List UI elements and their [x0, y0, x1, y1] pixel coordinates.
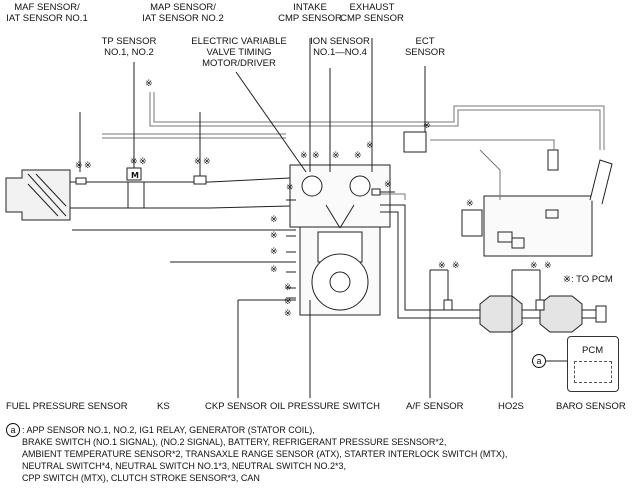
tp-sensor-label: TP SENSOR NO.1, NO.2 [102, 36, 157, 58]
ks-label: KS [157, 401, 170, 412]
ion-sensor-label: ION SENSOR NO.1—NO.4 [310, 36, 370, 58]
pcm-mark: ※ [194, 157, 202, 167]
ect-sensor-body [371, 188, 381, 196]
pcm-mark: ※ [284, 297, 292, 307]
pcm-mark: ※ [332, 151, 340, 161]
tp-sensor-body [126, 167, 142, 181]
pcm-mark: ※ [203, 157, 211, 167]
pcm-mark: ※ [466, 199, 474, 209]
ect-sensor-label: ECT SENSOR [405, 36, 445, 58]
footnote-marker: a [6, 423, 20, 437]
label-line: IAT SENSOR NO.1 [6, 13, 88, 24]
ho2s-label: HO2S [498, 401, 524, 412]
label-line: MAF SENSOR/ [14, 2, 80, 13]
to-pcm-legend: ※: TO PCM [563, 274, 613, 285]
fuel-pressure-sensor-label: FUEL PRESSURE SENSOR [6, 401, 128, 412]
oil-pressure-switch-label: OIL PRESSURE SWITCH [270, 401, 380, 412]
exhaust-cmp-sensor-label: EXHAUST CMP SENSOR [340, 2, 404, 24]
pcm-module: PCM [567, 336, 619, 392]
label-line: MAP SENSOR/ [150, 2, 216, 13]
pcm-mark: ※ [284, 309, 292, 319]
catalytic-converter-1 [479, 295, 523, 333]
purge-valve [403, 131, 427, 153]
intake-cmp-sensor-label: INTAKE CMP SENSOR [278, 2, 342, 24]
pcm-mark: ※ [286, 183, 294, 193]
a-marker-circle: a [532, 354, 546, 368]
pcm-mark: ※ [438, 261, 446, 271]
a-marker-line [545, 360, 567, 362]
pcm-inner-box [574, 361, 612, 383]
ho2s-body [535, 299, 545, 311]
evvt-label: ELECTRIC VARIABLE VALVE TIMING MOTOR/DRI… [191, 36, 286, 69]
label-line: CMP SENSOR [340, 13, 404, 24]
air-cleaner [5, 169, 71, 221]
pcm-mark: ※ [270, 215, 278, 225]
label-line: NO.1—NO.4 [313, 47, 367, 58]
label-line: VALVE TIMING [206, 47, 272, 58]
label-line: EXHAUST [349, 2, 395, 13]
fuel-tank [483, 159, 613, 257]
ckp-sensor-label: CKP SENSOR [205, 401, 268, 412]
fuel-line-filter [547, 149, 559, 171]
intake-duct [70, 177, 291, 209]
pcm-mark: ※ [270, 231, 278, 241]
pcm-mark: ※ [270, 247, 278, 257]
pcm-mark: ※ [139, 157, 147, 167]
pcm-mark: ※ [284, 283, 292, 293]
pcm-mark: ※ [384, 180, 392, 190]
label-line: TP SENSOR [101, 36, 157, 47]
label-line: ION SENSOR [310, 36, 370, 47]
maf-sensor-label: MAF SENSOR/ IAT SENSOR NO.1 [6, 2, 87, 24]
pcm-mark: ※ [530, 261, 538, 271]
pcm-mark: ※ [270, 265, 278, 275]
label-line: CMP SENSOR [278, 13, 342, 24]
catalytic-converter-2 [539, 295, 583, 333]
map-sensor-label: MAP SENSOR/ IAT SENSOR NO.2 [142, 2, 223, 24]
pcm-mark: ※ [84, 161, 92, 171]
pcm-mark: ※ [452, 261, 460, 271]
footnote-line: BRAKE SWITCH (NO.1 SIGNAL), (NO.2 SIGNAL… [22, 437, 447, 447]
label-line: ELECTRIC VARIABLE [191, 36, 287, 47]
pcm-mark: ※ [544, 261, 552, 271]
throttle-body [127, 181, 145, 209]
exhaust-pipe [380, 204, 600, 319]
engine-block [289, 164, 391, 316]
pcm-label: PCM [582, 345, 604, 356]
label-line: INTAKE [293, 2, 327, 13]
label-line: NO.1, NO.2 [104, 47, 154, 58]
pcm-mark: ※ [145, 79, 153, 89]
label-line: SENSOR [404, 47, 446, 58]
footnote-line: NEUTRAL SWITCH*4, NEUTRAL SWITCH NO.1*3,… [22, 461, 347, 471]
footnote-line: AMBIENT TEMPERATURE SENSOR*2, TRANSAXLE … [22, 449, 508, 459]
pcm-mark: ※ [366, 141, 374, 151]
footnote-line: CPP SWITCH (MTX), CLUTCH STROKE SENSOR*3… [22, 473, 260, 483]
map-sensor-body [193, 175, 207, 185]
maf-sensor-body [75, 177, 87, 185]
af-sensor-label: A/F SENSOR [406, 401, 464, 412]
muffler-outlet [595, 305, 607, 323]
pcm-mark: ※ [130, 157, 138, 167]
pcm-mark: ※ [312, 151, 320, 161]
label-line: ECT [415, 36, 435, 47]
charcoal-canister [461, 209, 483, 237]
pcm-mark: ※ [75, 161, 83, 171]
label-line: IAT SENSOR NO.2 [142, 13, 224, 24]
baro-sensor-label: BARO SENSOR [556, 401, 626, 412]
footnote-line: : APP SENSOR NO.1, NO.2, IG1 RELAY, GENE… [22, 425, 315, 435]
af-sensor-body [443, 299, 453, 311]
label-line: MOTOR/DRIVER [202, 58, 276, 69]
pcm-mark: ※ [354, 151, 362, 161]
pcm-mark: ※ [423, 121, 431, 131]
pcm-mark: ※ [300, 151, 308, 161]
motor-symbol: M [131, 171, 139, 180]
